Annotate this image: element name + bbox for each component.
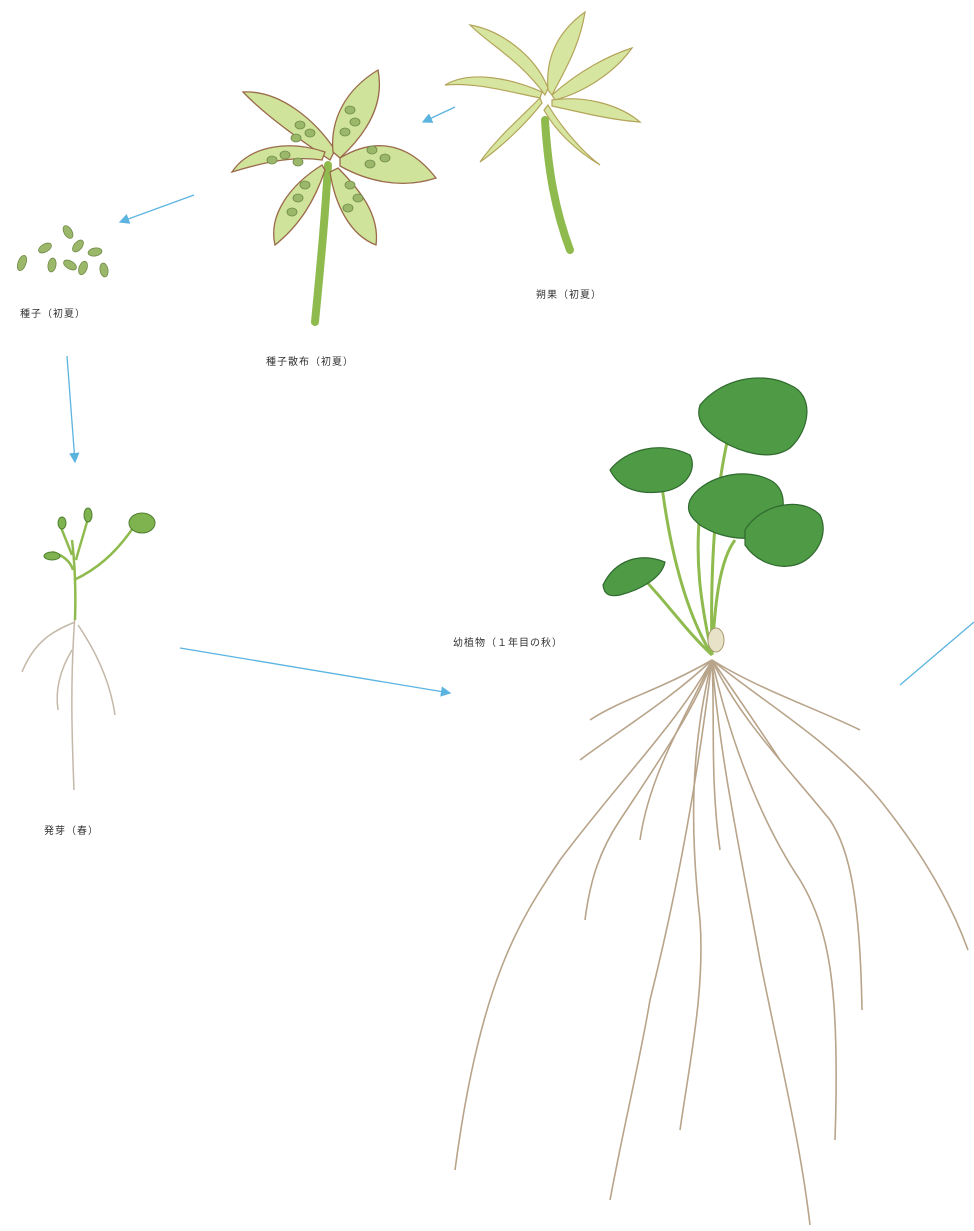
capsule-open-icon <box>232 70 436 322</box>
label-seed-dispersal: 種子散布（初夏） <box>266 353 354 368</box>
seed-cluster-icon <box>16 224 110 278</box>
arrow-seedling-onward <box>900 622 974 685</box>
label-germination: 発芽（春） <box>44 822 99 837</box>
label-seedling: 幼植物（１年目の秋） <box>453 634 563 649</box>
arrow-capsule-to-dispersal <box>423 107 455 122</box>
label-capsule: 朔果（初夏） <box>536 286 602 301</box>
arrow-dispersal-to-seeds <box>120 195 194 222</box>
flow-arrows <box>67 107 974 693</box>
young-plant-icon <box>455 378 968 1225</box>
capsule-closed-icon <box>445 12 640 250</box>
arrow-germination-to-seedling <box>180 648 450 693</box>
arrow-seeds-to-germination <box>67 356 75 462</box>
sprout-icon <box>22 508 155 790</box>
label-seeds: 種子（初夏） <box>20 305 86 320</box>
